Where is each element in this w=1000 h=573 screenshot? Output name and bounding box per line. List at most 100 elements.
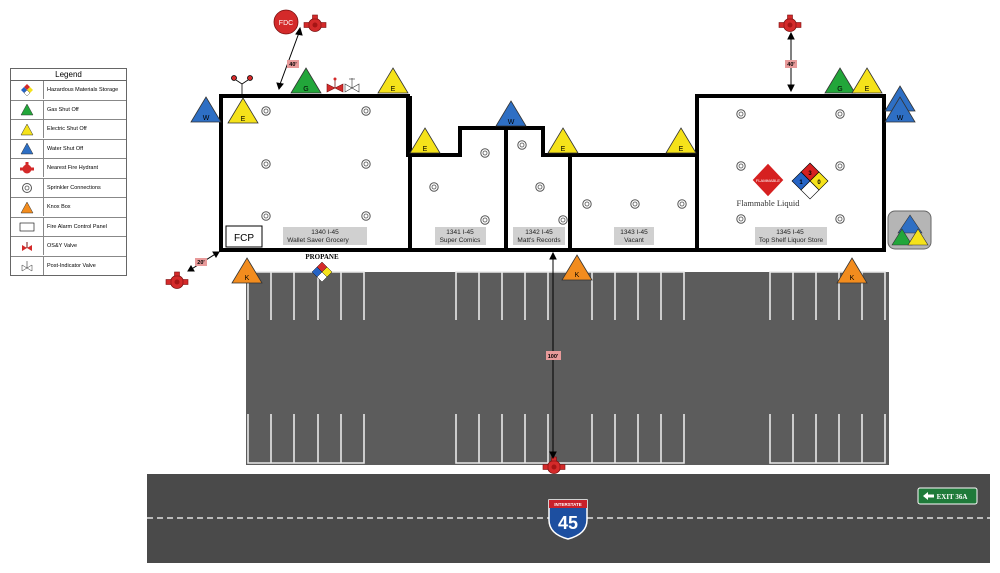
distance-tag-bg (195, 258, 207, 266)
water-shutoff-icon: W (884, 96, 916, 123)
water-shutoff-icon: W (190, 96, 222, 123)
svg-text:E: E (391, 86, 396, 93)
knox-box-icon: K (836, 257, 868, 284)
electric-shutoff-icon (11, 120, 44, 139)
legend-label: Electric Shut Off (47, 126, 87, 133)
fire-alarm-control-panel (225, 225, 263, 248)
legend-row: Fire Alarm Control Panel (11, 217, 126, 237)
electric-shutoff-icon: E (851, 67, 883, 94)
unit-1342-address: 1342 I-45 (525, 229, 553, 236)
arrowhead (295, 26, 303, 36)
svg-text:W: W (897, 115, 904, 122)
electric-shutoff-icon: E (665, 127, 697, 154)
hydrant-icon (165, 271, 189, 289)
hydrant-icon (778, 14, 802, 32)
unit-1340-name: Wallet Saver Grocery (287, 237, 349, 244)
legend-row: Electric Shut Off (11, 120, 126, 140)
legend-label: Sprinkler Connections (47, 184, 101, 191)
arrowhead (787, 84, 795, 93)
hydrant-icon (303, 14, 327, 32)
unit-1340-address: 1340 I-45 (311, 229, 339, 236)
fcp-label: FCP (234, 233, 254, 244)
unit-1342-name: Matt's Records (517, 237, 561, 244)
svg-text:1: 1 (799, 180, 803, 186)
svg-text:3: 3 (808, 171, 812, 177)
water-shutoff-icon: W (495, 100, 527, 127)
gas-shutoff-icon: G (290, 67, 322, 94)
distance-20: 20' (197, 260, 205, 266)
unit-label-box-1341 (435, 227, 486, 245)
post-indicator-valve-icon (11, 256, 44, 275)
legend-row: Nearest Fire Hydrant (11, 159, 126, 179)
fcp-icon (11, 217, 44, 236)
knox-box-icon (11, 198, 44, 217)
svg-text:0: 0 (817, 180, 821, 186)
arrowhead (549, 451, 557, 460)
osy-valve-icon (326, 77, 344, 93)
legend-label: OS&Y Valve (47, 243, 78, 250)
unit-label-box-1342 (513, 227, 565, 245)
propane-label: PROPANE (305, 253, 339, 261)
legend-row: Knox Box (11, 198, 126, 218)
svg-text:E: E (241, 116, 246, 123)
electric-shutoff-icon: E (377, 67, 409, 94)
arrowhead (787, 31, 795, 40)
svg-text:FDC: FDC (279, 20, 293, 27)
unit-1341-address: 1341 I-45 (446, 229, 474, 236)
svg-text:G: G (837, 86, 842, 93)
legend-label: Nearest Fire Hydrant (47, 165, 99, 172)
water-shutoff-icon (11, 139, 44, 158)
svg-text:G: G (303, 86, 308, 93)
gas-shutoff-icon: G (824, 67, 856, 94)
legend-row: Hazardous Materials Storage (11, 81, 126, 101)
arrowhead (276, 82, 284, 91)
legend-label: Gas Shut Off (47, 106, 79, 113)
sprinkler-icon (11, 178, 44, 197)
flammable-sign-icon: FLAMMABLE (751, 162, 785, 198)
svg-text:W: W (508, 119, 515, 126)
unit-1343-address: 1343 I-45 (620, 229, 648, 236)
svg-text:FLAMMABLE: FLAMMABLE (756, 178, 781, 183)
exit-sign: EXIT 36A (917, 487, 978, 505)
unit-1343-name: Vacant (624, 237, 644, 244)
gas-shutoff-icon (11, 100, 44, 119)
distance-tag-bg (546, 351, 561, 360)
legend-label: Water Shut Off (47, 145, 84, 152)
electric-shutoff-icon: E (409, 127, 441, 154)
building-outline (219, 94, 886, 252)
distance-40-right: 40' (787, 62, 795, 68)
legend-row: Water Shut Off (11, 139, 126, 159)
unit-label-box-1345 (755, 227, 827, 245)
nfpa-diamond-icon: 3 1 0 (791, 162, 829, 200)
distance-tag-bg (785, 60, 797, 68)
legend-label: Hazardous Materials Storage (47, 87, 119, 94)
svg-text:E: E (865, 86, 870, 93)
electric-shutoff-icon: E (547, 127, 579, 154)
legend-row: Post-Indicator Valve (11, 256, 126, 276)
knox-box-icon: K (231, 257, 263, 284)
knox-box-icon: K (561, 254, 593, 281)
fdc-icon: FDC (273, 9, 299, 35)
legend-row: OS&Y Valve (11, 237, 126, 257)
legend-label: Fire Alarm Control Panel (47, 223, 107, 230)
arrowhead (187, 265, 195, 272)
unit-1345-address: 1345 I-45 (776, 229, 804, 236)
utility-shutoff-group-icon (887, 210, 932, 250)
parking-lot (246, 272, 889, 465)
unit-1341-name: Super Comics (440, 237, 482, 244)
svg-text:E: E (561, 146, 566, 153)
hazmat-diamond-icon (311, 261, 333, 283)
legend-label: Knox Box (47, 204, 71, 211)
flammable-liquid-label: Flammable Liquid (736, 198, 800, 208)
svg-text:K: K (245, 275, 250, 282)
svg-text:45: 45 (558, 513, 578, 533)
post-indicator-valve-icon (344, 78, 360, 93)
legend-panel: Legend Hazardous Materials Storage Gas S… (10, 68, 127, 276)
hydrant-icon (11, 159, 44, 178)
hazmat-diamond-icon (11, 81, 44, 100)
interstate-45-shield-icon: INTERSTATE 45 (548, 499, 588, 540)
svg-text:K: K (575, 272, 580, 279)
distance-100: 100' (548, 354, 559, 360)
legend-title: Legend (11, 69, 126, 81)
